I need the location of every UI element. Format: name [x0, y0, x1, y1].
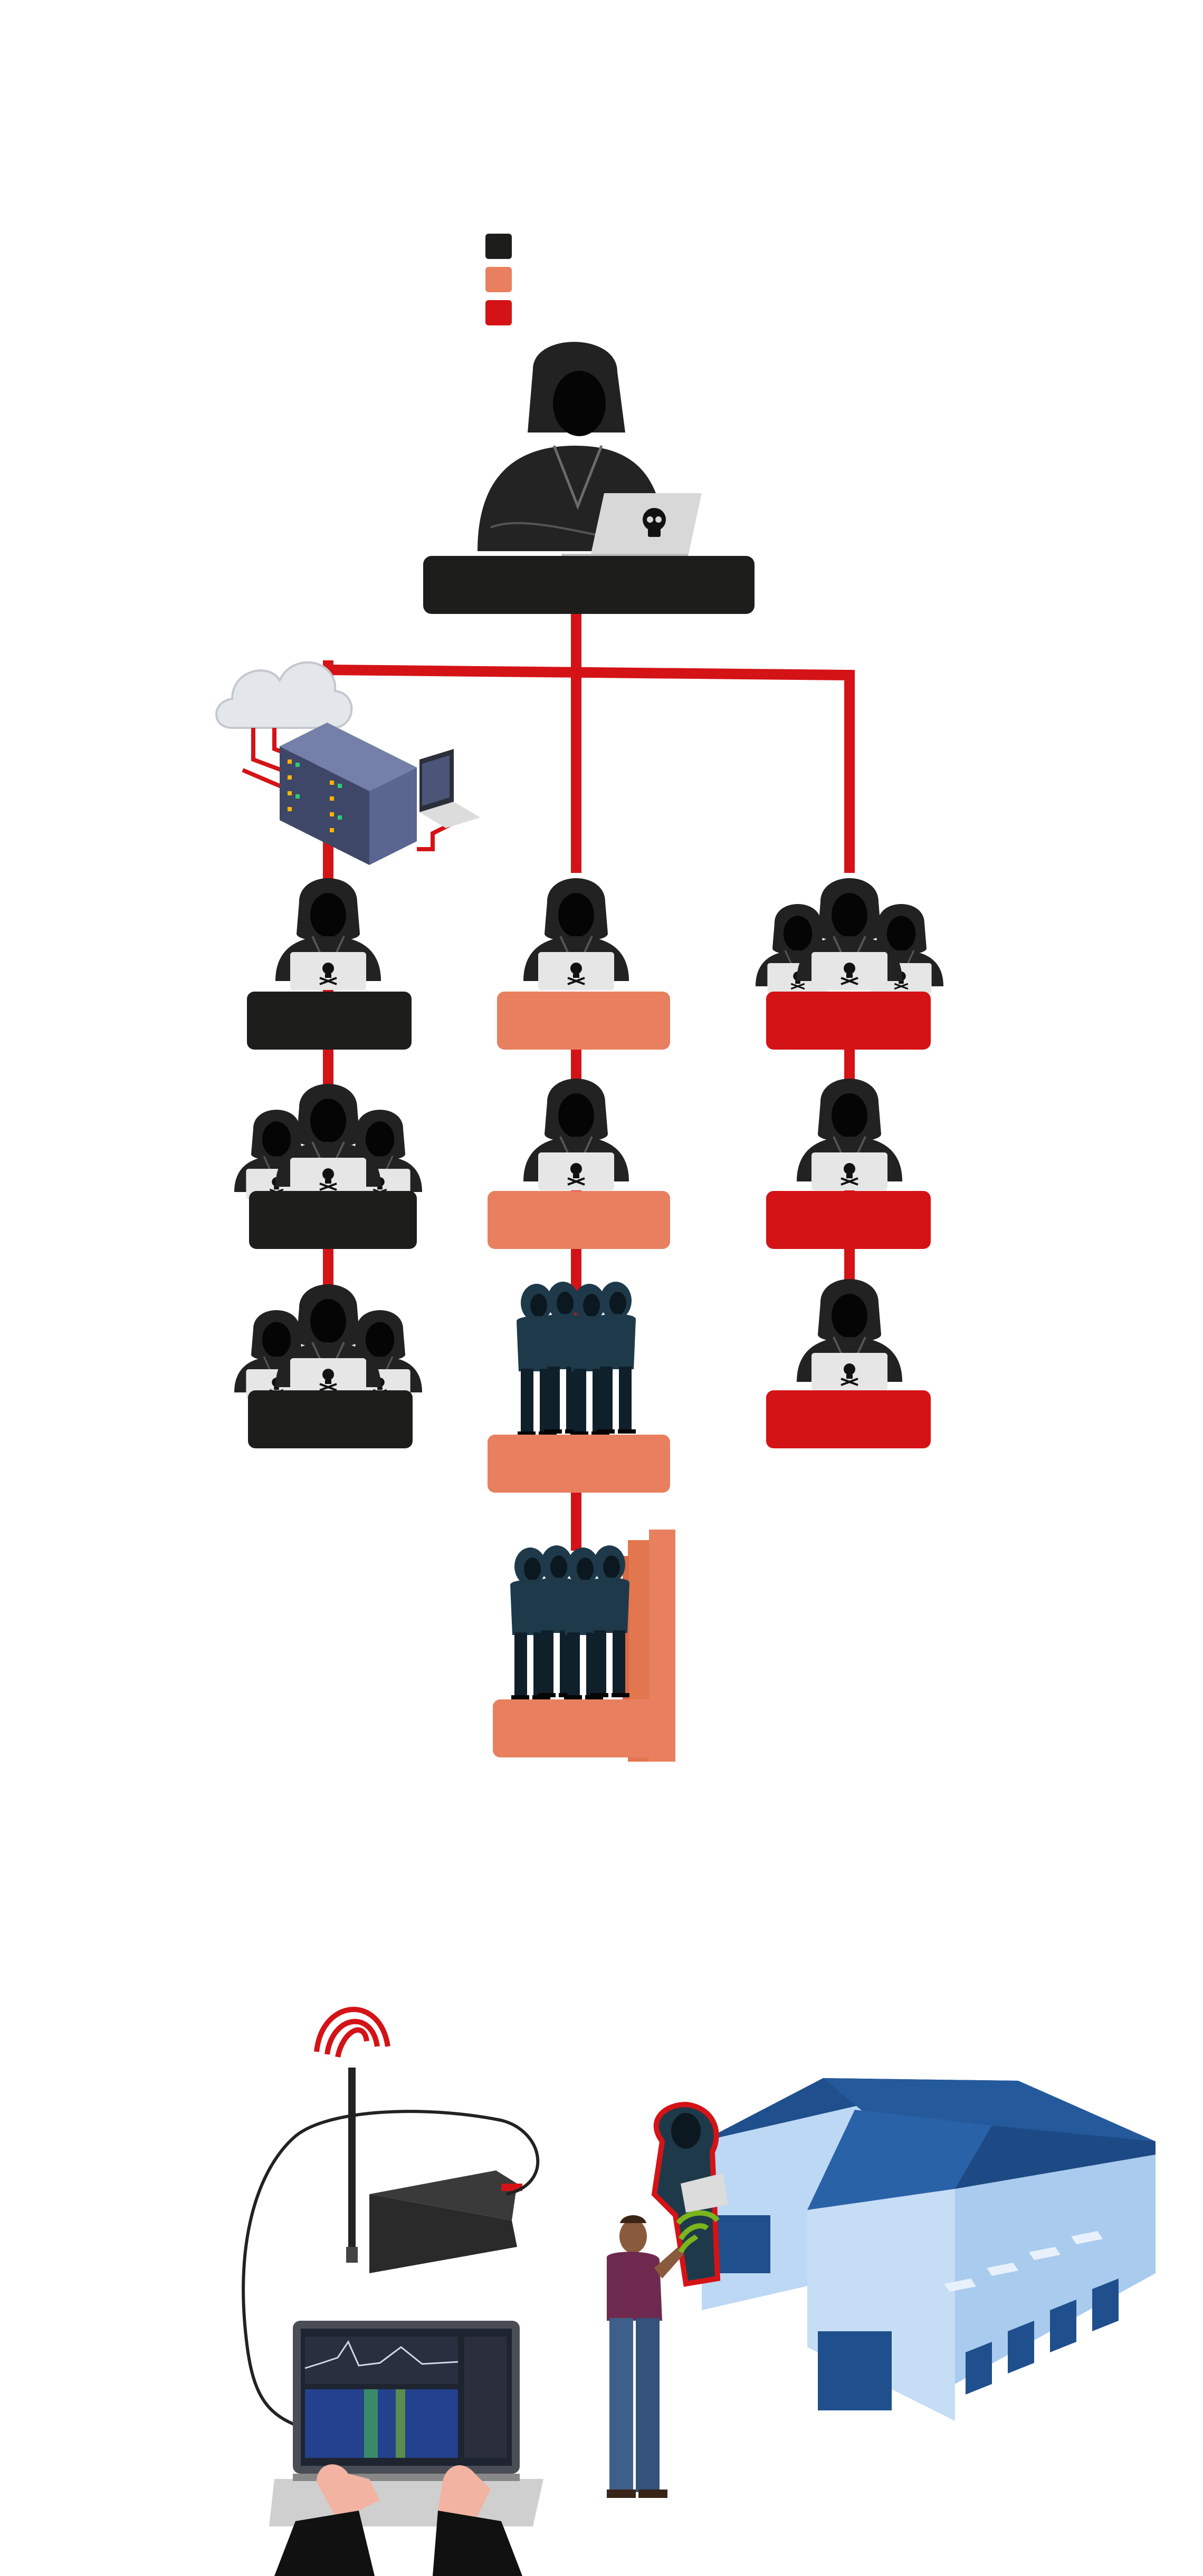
node-box-red-2: [766, 1191, 931, 1249]
node-box-red-3: [766, 1390, 931, 1448]
node-box-black-2: [249, 1191, 417, 1249]
column-salmon: [488, 877, 675, 1762]
wifi-signal-icon: [676, 2210, 720, 2254]
leader-node: [423, 342, 755, 614]
warehouse-wireless-attack-icon: [607, 2078, 1156, 2498]
hacker-group-icon: [756, 878, 943, 994]
node-box-salmon-4: [493, 1699, 675, 1757]
node-box-black-3: [248, 1390, 413, 1448]
hooded-crowd-icon: [517, 1282, 636, 1436]
hooded-crowd-icon: [510, 1545, 629, 1699]
node-box-salmon-2: [488, 1191, 670, 1249]
hacker-group-icon: [234, 1284, 422, 1400]
legend-swatch-salmon: [485, 267, 512, 292]
hacker-with-laptop-icon: [478, 342, 702, 560]
hacker-icon: [522, 877, 630, 991]
hacker-icon: [274, 877, 382, 991]
column-red: [756, 878, 943, 1448]
node-box-salmon-1: [497, 992, 670, 1050]
node-box-black-1: [247, 992, 412, 1050]
hacker-group-icon: [234, 1084, 422, 1199]
sdr-radio-laptop-icon: [242, 2007, 543, 2576]
leader-box: [423, 556, 755, 614]
column-black: [234, 877, 422, 1448]
person-with-phone-icon: [607, 2215, 683, 2498]
legend-swatch-black: [485, 234, 512, 259]
hacker-icon: [796, 1078, 903, 1191]
hacker-icon: [522, 1078, 630, 1191]
node-box-red-1: [766, 992, 931, 1050]
legend: [485, 234, 512, 325]
cloud-server-icon: [215, 661, 480, 865]
legend-swatch-red: [485, 300, 512, 325]
hacker-icon: [796, 1278, 903, 1392]
hacker-icon: [651, 2101, 728, 2287]
node-box-salmon-3: [488, 1435, 670, 1493]
